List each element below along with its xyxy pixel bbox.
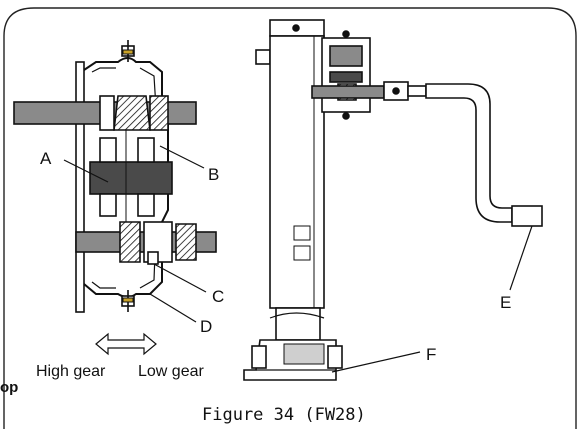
figure-caption: Figure 34 (FW28) bbox=[202, 405, 366, 425]
outer-leg-tube bbox=[269, 35, 325, 309]
leader-A bbox=[63, 159, 109, 183]
high-gear-label: High gear bbox=[36, 363, 106, 380]
mounting-plate bbox=[75, 61, 85, 313]
leader-C bbox=[153, 263, 207, 293]
low-gear-label: Low gear bbox=[138, 363, 204, 380]
callout-F: F bbox=[426, 345, 436, 364]
callout-E: E bbox=[500, 293, 511, 312]
leader-B bbox=[159, 145, 205, 169]
clipped-margin-text: op bbox=[0, 379, 18, 396]
callout-C: C bbox=[212, 287, 224, 306]
callout-A: A bbox=[40, 149, 52, 168]
crank-handle-E bbox=[425, 83, 513, 223]
sliding-gear-A bbox=[89, 161, 173, 195]
callout-B: B bbox=[208, 165, 219, 184]
lower-gear-section bbox=[119, 221, 141, 263]
leader-F bbox=[331, 351, 421, 373]
upper-gear-section bbox=[113, 95, 151, 131]
leader-E bbox=[509, 225, 533, 291]
figure-frame bbox=[3, 7, 577, 429]
input-shaft bbox=[311, 85, 385, 99]
gearbox-cross-section bbox=[13, 40, 217, 323]
callout-D: D bbox=[200, 317, 212, 336]
leg-window bbox=[293, 225, 311, 241]
crank-grip bbox=[511, 205, 543, 227]
shift-arrow bbox=[95, 332, 157, 356]
leader-D bbox=[149, 293, 197, 323]
jack-assembly bbox=[243, 19, 543, 381]
